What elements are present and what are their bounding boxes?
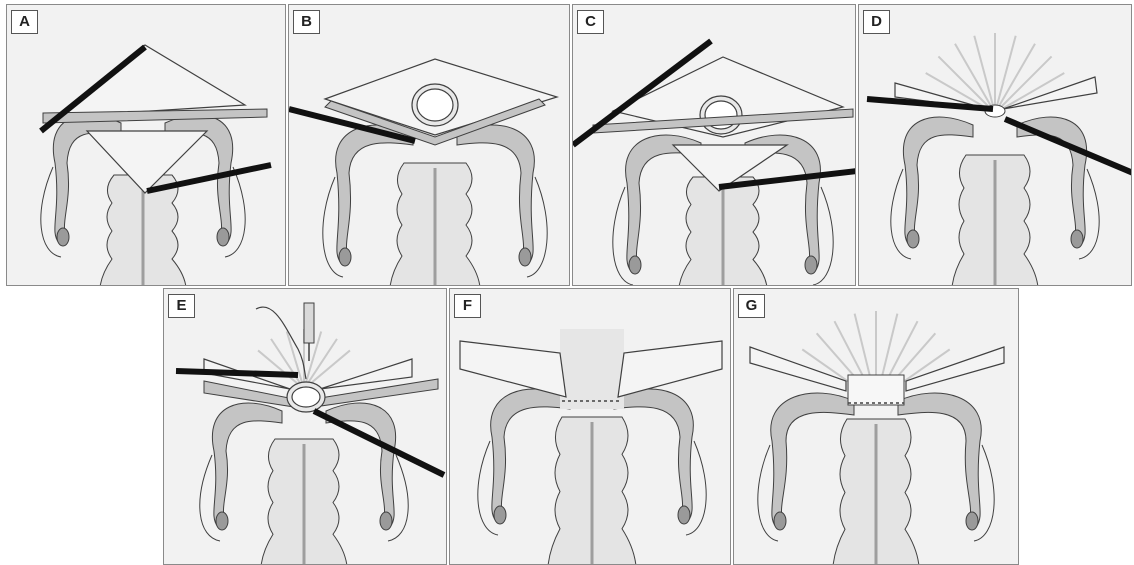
- right-flap: [618, 341, 722, 397]
- panel-b: B: [288, 4, 570, 286]
- right-arm-end: [805, 256, 817, 274]
- left-arm-end: [774, 512, 786, 530]
- left-arm-end: [57, 228, 69, 246]
- panel-e: E: [163, 288, 447, 565]
- vessel-opening: [417, 89, 453, 121]
- panel-a: A: [6, 4, 286, 286]
- left-arm-end: [339, 248, 351, 266]
- panel-c-label: C: [577, 10, 604, 34]
- right-arm-end: [380, 512, 392, 530]
- panel-c: C: [572, 4, 856, 286]
- shaded-zone: [560, 329, 624, 409]
- panel-d: D: [858, 4, 1132, 286]
- panel-a-illustration: [7, 5, 286, 286]
- panel-e-label: E: [168, 294, 195, 318]
- panel-e-illustration: [164, 289, 447, 565]
- panel-f: F: [449, 288, 731, 565]
- left-flap: [460, 341, 566, 397]
- panel-b-illustration: [289, 5, 570, 286]
- panel-c-illustration: [573, 5, 856, 286]
- suture-ray: [287, 332, 304, 389]
- panel-g-illustration: [734, 289, 1019, 565]
- vessel-opening: [292, 387, 320, 407]
- right-arm-end: [966, 512, 978, 530]
- panel-a-label: A: [11, 10, 38, 34]
- suture-ray: [271, 339, 304, 389]
- left-arm-end: [494, 506, 506, 524]
- panel-f-illustration: [450, 289, 731, 565]
- left-arm-end: [907, 230, 919, 248]
- panel-d-label: D: [863, 10, 890, 34]
- left-arm-end: [629, 256, 641, 274]
- syringe-barrel: [304, 303, 314, 343]
- right-arm-end: [1071, 230, 1083, 248]
- instrument-left: [176, 371, 298, 375]
- panel-g-label: G: [738, 294, 765, 318]
- junction: [848, 375, 904, 405]
- right-arm-end: [678, 506, 690, 524]
- panel-d-illustration: [859, 5, 1132, 286]
- left-arm-end: [216, 512, 228, 530]
- panel-g: G: [733, 288, 1019, 565]
- panel-f-label: F: [454, 294, 481, 318]
- upper-flap: [57, 45, 245, 117]
- right-arm-end: [519, 248, 531, 266]
- right-band: [314, 379, 438, 407]
- right-arm-end: [217, 228, 229, 246]
- panel-b-label: B: [293, 10, 320, 34]
